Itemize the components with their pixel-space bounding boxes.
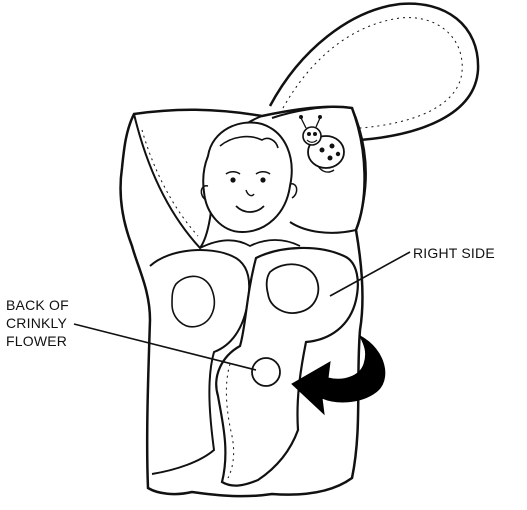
back-of-crinkly-flower-label: BACK OF CRINKLY FLOWER xyxy=(6,296,69,350)
back-of-crinkly-flower-line-2: CRINKLY xyxy=(6,314,69,332)
back-of-crinkly-flower-line-1: BACK OF xyxy=(6,296,69,314)
right-side-label: RIGHT SIDE xyxy=(413,244,495,262)
back-of-crinkly-flower-line-3: FLOWER xyxy=(6,332,69,350)
right-petal-hole xyxy=(267,264,319,313)
crinkly-flower-circle xyxy=(252,358,280,386)
